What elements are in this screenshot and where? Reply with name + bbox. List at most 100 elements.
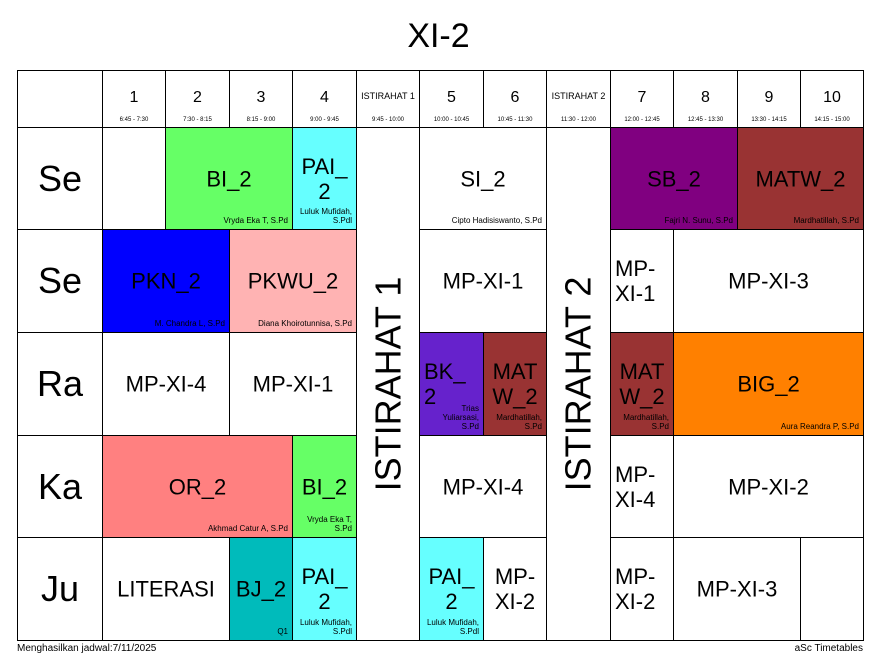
lesson-cell: MP-XI-2 (673, 435, 864, 538)
generated-date: Menghasilkan jadwal:7/11/2025 (17, 643, 157, 654)
period-time: 13:30 - 14:15 (751, 117, 787, 123)
lesson-subject: BI_2 (301, 474, 348, 499)
break-column: ISTIRAHAT 1 (356, 127, 420, 641)
lesson-cell: MP-XI-1 (229, 332, 357, 436)
lesson-teacher: M. Chandra L, S.Pd (154, 319, 225, 328)
period-time: 12:00 - 12:45 (624, 117, 660, 123)
period-number: ISTIRAHAT 2 (551, 91, 606, 101)
lesson-subject: BJ_2 (235, 576, 287, 602)
lesson-subject: PAI_ 2 (428, 564, 475, 614)
lesson-teacher: Fajri N. Sunu, S.Pd (664, 216, 733, 225)
lesson-cell: MP- XI-2 (610, 537, 674, 641)
lesson-subject: BIG_2 (737, 371, 800, 397)
period-header: 10 14:15 - 15:00 (800, 70, 864, 128)
period-time: 14:15 - 15:00 (814, 117, 850, 123)
lesson-teacher: Mardhatillah, S.Pd (623, 413, 669, 431)
lesson-subject: MP-XI-1 (442, 268, 524, 294)
lesson-subject: MP- XI-2 (494, 564, 536, 614)
lesson-subject: PAI_ 2 (301, 153, 348, 204)
lesson-teacher: Diana Khoirotunnisa, S.Pd (258, 319, 352, 328)
lesson-teacher: Mardhatillah, S.Pd (793, 216, 859, 225)
day-label: Ju (17, 537, 103, 641)
lesson-subject: PKWU_2 (247, 268, 339, 294)
break-label: ISTIRAHAT 1 (367, 276, 408, 492)
lesson-subject: LITERASI (117, 576, 215, 602)
lesson-cell: MP-XI-3 (673, 537, 801, 641)
period-time: 10:45 - 11:30 (497, 117, 533, 123)
corner-cell (17, 70, 103, 128)
period-number: 4 (320, 89, 329, 106)
lesson-subject: BI_2 (206, 166, 252, 191)
period-number: 8 (701, 89, 710, 106)
lesson-subject: MP-XI-2 (728, 474, 809, 499)
empty-cell (102, 127, 166, 230)
lesson-teacher: Akhmad Catur A, S.Pd (207, 524, 288, 533)
period-header: 9 13:30 - 14:15 (737, 70, 801, 128)
lesson-subject: SB_2 (647, 166, 701, 191)
lesson-teacher: Luluk Mufidah, S.Pdl (426, 618, 479, 636)
app-credit: aSc Timetables (794, 643, 863, 654)
period-number: 9 (764, 89, 774, 106)
break-label: ISTIRAHAT 2 (557, 276, 599, 492)
lesson-teacher: Mardhatillah, S.Pd (496, 413, 542, 431)
lesson-subject: PKN_2 (131, 268, 201, 294)
lesson-subject: MP-XI-3 (696, 576, 778, 602)
lesson-cell: LITERASI (102, 537, 230, 641)
day-label: Ra (17, 332, 103, 436)
period-number: 3 (256, 89, 266, 106)
lesson-cell: MP- XI-2 (483, 537, 547, 641)
lesson-subject: PAI_ 2 (301, 564, 348, 614)
lesson-teacher: Cipto Hadisiswanto, S.Pd (451, 216, 542, 225)
lesson-cell: MP-XI-4 (419, 435, 547, 538)
period-time: 9:00 - 9:45 (310, 117, 339, 123)
day-label: Ka (17, 435, 103, 538)
lesson-subject: SI_2 (460, 166, 506, 191)
period-header: 7 12:00 - 12:45 (610, 70, 674, 128)
period-number: 7 (637, 89, 647, 106)
lesson-subject: MATW_2 (755, 166, 846, 191)
period-number: 6 (510, 89, 520, 106)
period-header: 3 8:15 - 9:00 (229, 70, 293, 128)
lesson-subject: OR_2 (168, 474, 227, 499)
period-number: 2 (193, 89, 202, 106)
period-time: 8:15 - 9:00 (246, 117, 276, 123)
lesson-cell: MP-XI-3 (673, 229, 864, 333)
lesson-cell: MP-XI-1 (419, 229, 547, 333)
lesson-teacher: Luluk Mufidah, S.Pdl (299, 207, 352, 225)
lesson-subject: MP- XI-2 (615, 564, 656, 614)
period-time: 7:30 - 8:15 (183, 117, 212, 123)
day-label: Se (17, 229, 103, 333)
period-time: 11:30 - 12:00 (561, 117, 596, 123)
page-title: XI-2 (407, 17, 470, 55)
lesson-cell: MP- XI-1 (610, 229, 674, 333)
lesson-subject: MAT W_2 (619, 359, 665, 409)
lesson-subject: MP- XI-4 (615, 461, 656, 512)
lesson-cell: PKN_2 M. Chandra L, S.Pd (102, 229, 230, 333)
period-header: 2 7:30 - 8:15 (165, 70, 230, 128)
empty-cell (800, 537, 864, 641)
period-number: 10 (823, 89, 841, 106)
period-number: 5 (447, 89, 456, 106)
lesson-cell: MP-XI-4 (102, 332, 230, 436)
lesson-teacher: Aura Reandra P, S.Pd (780, 422, 859, 431)
lesson-teacher: Vryda Eka T, S.Pd (223, 216, 288, 225)
period-header: ISTIRAHAT 2 11:30 - 12:00 (546, 70, 611, 128)
lesson-subject: MAT W_2 (492, 359, 538, 409)
period-time: 12:45 - 13:30 (687, 117, 724, 123)
period-header: 6 10:45 - 11:30 (483, 70, 547, 128)
lesson-teacher: Trias Yuliarsasi, S.Pd (442, 404, 479, 431)
